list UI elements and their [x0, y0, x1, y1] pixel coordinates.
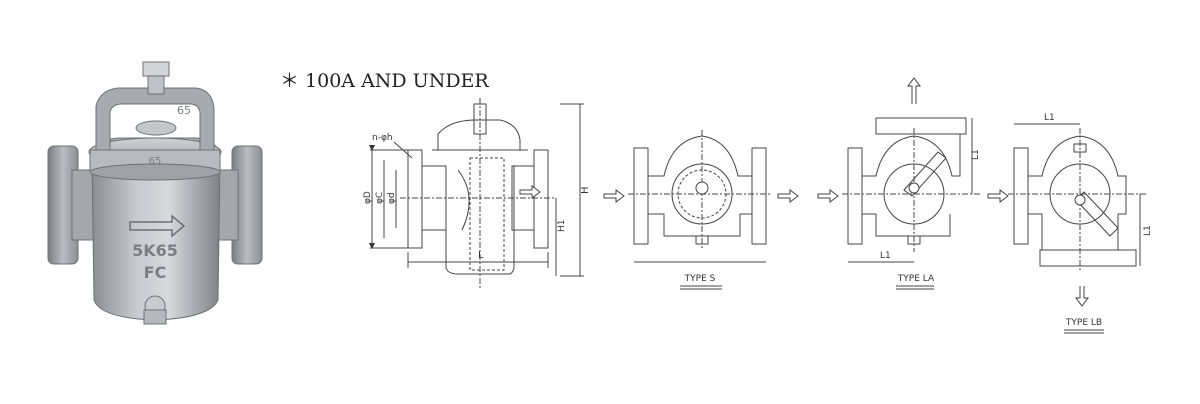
cast-mark-yoke: 65 — [177, 104, 191, 117]
label-pcd: φC — [375, 192, 385, 204]
size-range-heading: ＊ 100A AND UNDER — [280, 70, 489, 92]
up-arrow-icon — [907, 77, 921, 104]
dim-la-height: L1 — [971, 149, 981, 160]
strainer-photo: 65 65 5K65 FC — [47, 61, 263, 325]
type-s-drawing — [603, 130, 799, 290]
caption-type-la: TYPE LA — [897, 274, 935, 284]
section-view-drawing — [369, 98, 584, 288]
flow-arrow-icon — [129, 214, 186, 238]
type-lb-drawing — [987, 123, 1146, 334]
type-la-drawing — [817, 77, 980, 290]
inlet-arrow-la-icon — [817, 189, 839, 203]
label-bore: φd — [387, 192, 397, 204]
cast-mark-material: FC — [144, 263, 167, 282]
caption-type-s: TYPE S — [684, 274, 716, 284]
down-arrow-icon — [1075, 286, 1089, 307]
label-length: L — [478, 250, 484, 261]
dim-la-l1: L1 — [880, 251, 891, 261]
label-bolt-holes: n-φh — [372, 133, 393, 143]
label-height-1: H1 — [557, 220, 567, 233]
dim-lb-l1: L1 — [1044, 113, 1055, 123]
inlet-arrow-icon — [603, 189, 625, 203]
label-outer-diameter: φD — [363, 191, 373, 204]
dim-lb-height: L1 — [1143, 225, 1153, 236]
cast-mark-cap: 65 — [149, 156, 162, 167]
label-height: H — [580, 186, 591, 194]
outlet-arrow-icon — [777, 189, 799, 203]
cast-mark-size: 5K65 — [132, 241, 178, 260]
caption-type-lb: TYPE LB — [1065, 318, 1102, 328]
inlet-arrow-lb-icon — [987, 189, 1009, 203]
